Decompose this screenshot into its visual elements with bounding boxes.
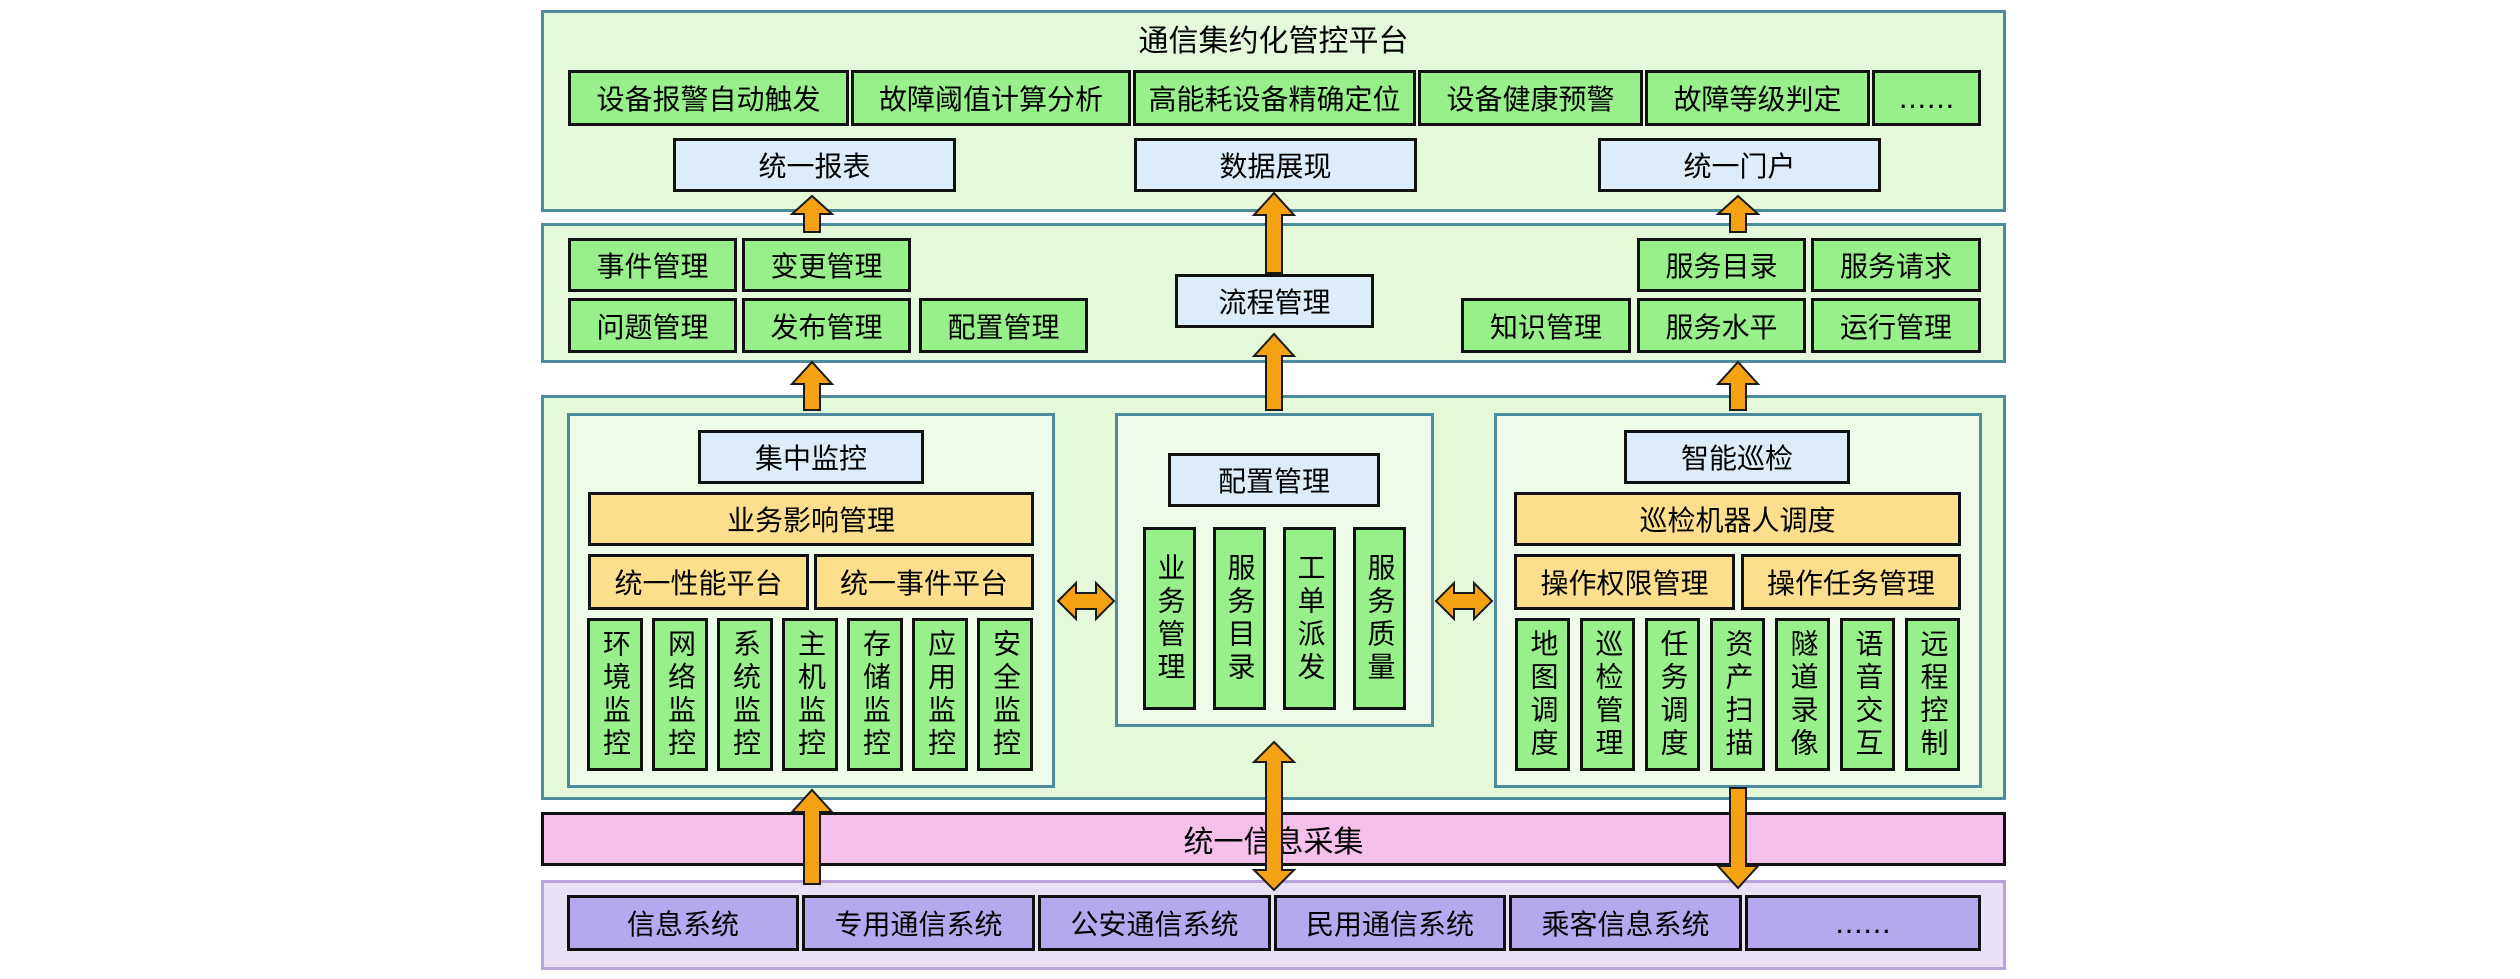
config-title: 配置管理 <box>1168 453 1380 507</box>
platform-title: 通信集约化管控平台 <box>1138 24 1409 59</box>
monitor-item: 网络监控 <box>652 618 708 771</box>
inspection-item: 地图调度 <box>1515 618 1570 771</box>
process-item: 运行管理 <box>1811 298 1981 353</box>
config-item: 服务质量 <box>1353 527 1406 710</box>
arrow-up-icon <box>1715 194 1761 233</box>
process-center: 流程管理 <box>1175 274 1374 328</box>
process-item: 服务请求 <box>1811 238 1981 292</box>
inspection-item: 任务调度 <box>1645 618 1700 771</box>
process-item: 配置管理 <box>919 298 1088 353</box>
inspection-item: 资产扫描 <box>1710 618 1765 771</box>
process-item: 问题管理 <box>568 298 737 353</box>
config-item: 服务目录 <box>1213 527 1266 710</box>
function-box: 故障阈值计算分析 <box>851 70 1131 126</box>
arrow-up-icon <box>789 194 835 233</box>
platform-box: 统一事件平台 <box>814 554 1034 610</box>
process-item: 知识管理 <box>1461 298 1631 353</box>
monitor-item: 应用监控 <box>912 618 968 771</box>
system-box: 乘客信息系统 <box>1509 895 1742 951</box>
double-arrow-vertical-icon <box>1251 740 1297 892</box>
config-item: 业务管理 <box>1143 527 1196 710</box>
function-box: …… <box>1872 70 1981 126</box>
process-item: 变更管理 <box>742 238 911 292</box>
function-box: 设备报警自动触发 <box>568 70 849 126</box>
process-item: 服务水平 <box>1637 298 1806 353</box>
inspection-item: 隧道录像 <box>1775 618 1830 771</box>
function-box: 高能耗设备精确定位 <box>1133 70 1416 126</box>
system-box: 信息系统 <box>567 895 799 951</box>
process-item: 发布管理 <box>742 298 911 353</box>
robot-scheduling: 巡检机器人调度 <box>1514 492 1961 546</box>
platform-box: 统一性能平台 <box>588 554 809 610</box>
inspection-title: 智能巡检 <box>1624 430 1850 484</box>
process-item: 事件管理 <box>568 238 737 292</box>
monitor-item: 存储监控 <box>847 618 903 771</box>
system-box: 民用通信系统 <box>1274 895 1506 951</box>
arrow-up-icon <box>789 360 835 411</box>
arrow-up-icon <box>1251 332 1297 411</box>
system-box: …… <box>1745 895 1981 951</box>
monitor-title: 集中监控 <box>698 430 924 484</box>
inspection-item: 巡检管理 <box>1580 618 1635 771</box>
arrow-down-icon <box>1715 787 1761 890</box>
arrow-up-icon <box>789 788 835 885</box>
system-box: 专用通信系统 <box>802 895 1035 951</box>
inspection-item: 语音交互 <box>1840 618 1895 771</box>
config-item: 工单派发 <box>1283 527 1336 710</box>
output-display: 数据展现 <box>1134 138 1417 192</box>
function-box: 设备健康预警 <box>1418 70 1643 126</box>
system-box: 公安通信系统 <box>1038 895 1271 951</box>
output-portal: 统一门户 <box>1598 138 1881 192</box>
monitor-item: 系统监控 <box>717 618 773 771</box>
function-box: 故障等级判定 <box>1645 70 1870 126</box>
monitor-item: 环境监控 <box>587 618 643 771</box>
double-arrow-icon <box>1056 580 1116 622</box>
monitor-item: 安全监控 <box>977 618 1033 771</box>
arrow-up-icon <box>1715 360 1761 411</box>
mgmt-box: 操作任务管理 <box>1741 554 1961 610</box>
monitor-item: 主机监控 <box>782 618 838 771</box>
process-item: 服务目录 <box>1637 238 1806 292</box>
double-arrow-icon <box>1434 580 1494 622</box>
impact-management: 业务影响管理 <box>588 492 1034 546</box>
inspection-item: 远程控制 <box>1905 618 1960 771</box>
mgmt-box: 操作权限管理 <box>1514 554 1735 610</box>
arrow-up-icon <box>1251 191 1297 274</box>
output-report: 统一报表 <box>673 138 956 192</box>
